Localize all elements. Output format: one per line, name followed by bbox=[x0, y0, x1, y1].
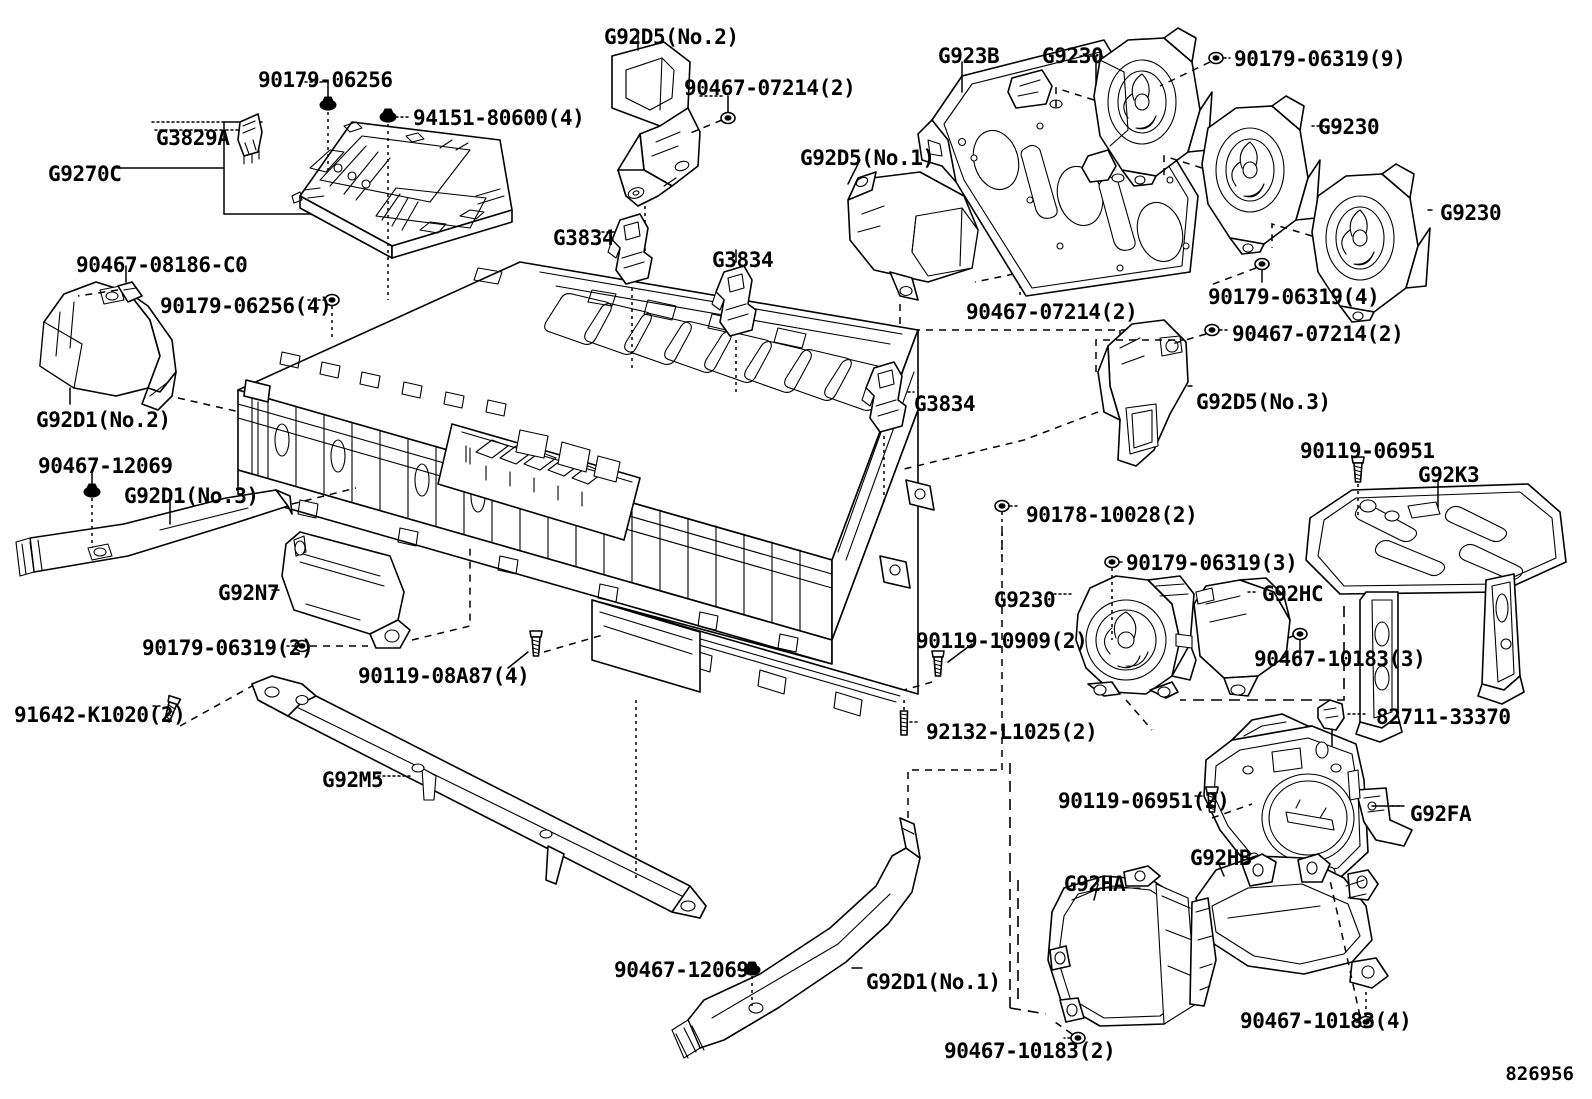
fastener-92132-L1025 bbox=[899, 710, 909, 736]
fastener-90178-10028 bbox=[994, 499, 1010, 513]
label-G3834-c: G3834 bbox=[914, 392, 976, 416]
part-g92ha-duct-housing bbox=[1047, 865, 1197, 1027]
part-g3834-clamp-c bbox=[861, 361, 907, 433]
label-92132-L1025: 92132-L1025(2) bbox=[926, 720, 1098, 744]
fastener-90119-10909 bbox=[931, 650, 945, 677]
label-G92K3: G92K3 bbox=[1418, 463, 1480, 487]
fastener-90179-06319-4 bbox=[1254, 257, 1270, 271]
label-G3829A: G3829A bbox=[156, 126, 230, 150]
label-G92D1-no3: G92D1(No.3) bbox=[124, 484, 259, 508]
part-g9230-fan-4 bbox=[1075, 575, 1197, 699]
fastener-90467-07214-c bbox=[1204, 323, 1220, 337]
fastener-90467-07214-a bbox=[720, 111, 736, 125]
part-82711-33370-clip bbox=[1317, 699, 1345, 731]
label-90467-10183-4: 90467-10183(4) bbox=[1240, 1009, 1412, 1033]
duct2-to-pack-leader bbox=[177, 397, 241, 413]
label-G92D5-no2: G92D5(No.2) bbox=[604, 25, 739, 49]
g92n7-leader bbox=[411, 548, 471, 641]
label-G92HA: G92HA bbox=[1064, 872, 1126, 896]
label-G9230-1: G9230 bbox=[1042, 44, 1104, 68]
label-90178-10028: 90178-10028(2) bbox=[1026, 503, 1198, 527]
part-g9230-fan-2 bbox=[1201, 95, 1321, 255]
fastener-90467-12069-a bbox=[83, 483, 101, 498]
part-g92d1-no3-duct bbox=[15, 489, 293, 577]
fastener-90179-06319-9 bbox=[1208, 51, 1224, 65]
label-G3834-a: G3834 bbox=[553, 226, 615, 250]
label-82711-33370: 82711-33370 bbox=[1376, 705, 1511, 729]
label-90179-06319-4: 90179-06319(4) bbox=[1208, 285, 1380, 309]
duct1-bottom-leader bbox=[907, 769, 1002, 818]
part-hv-battery-pack-assembly bbox=[237, 261, 935, 717]
fan4-leader bbox=[1125, 699, 1153, 731]
fastener-90467-10183-3 bbox=[1292, 627, 1308, 641]
label-90119-06951-b: 90119-06951(2) bbox=[1058, 789, 1230, 813]
drawing-number: 826956 bbox=[1505, 1063, 1574, 1085]
label-90467-12069-a: 90467-12069 bbox=[38, 454, 173, 478]
fastener-94151-80600 bbox=[379, 108, 397, 123]
part-g92d5-no3-duct bbox=[1097, 319, 1189, 467]
part-g92d5-no1-duct bbox=[847, 171, 979, 301]
label-90467-10183-2: 90467-10183(2) bbox=[944, 1039, 1116, 1063]
label-G92D5-no3: G92D5(No.3) bbox=[1196, 390, 1331, 414]
part-g92d1-no1-duct bbox=[671, 817, 921, 1059]
part-g9230-fan-1 bbox=[1093, 27, 1213, 187]
duct3-pack-leader bbox=[899, 411, 1099, 471]
label-G92FA: G92FA bbox=[1410, 802, 1472, 826]
part-g92d5-no2-duct bbox=[611, 33, 701, 340]
label-G92HC: G92HC bbox=[1262, 582, 1324, 606]
label-91642-K1020: 91642-K1020(2) bbox=[14, 703, 186, 727]
label-G9230-2: G9230 bbox=[1318, 115, 1380, 139]
duct-seal-ring bbox=[1189, 897, 1217, 1007]
part-g92m5-brace bbox=[251, 675, 707, 919]
part-g92hc-duct bbox=[1193, 577, 1291, 697]
label-G923B: G923B bbox=[938, 44, 1000, 68]
carrier-frame-leader bbox=[1180, 606, 1345, 701]
label-90119-08A87: 90119-08A87(4) bbox=[358, 664, 530, 688]
label-90179-06256: 90179-06256 bbox=[258, 68, 393, 92]
label-90467-07214-c: 90467-07214(2) bbox=[1232, 322, 1404, 346]
label-90179-06319-3: 90179-06319(3) bbox=[1126, 551, 1298, 575]
label-90119-10909: 90119-10909(2) bbox=[916, 629, 1088, 653]
label-G92D5-no1: G92D5(No.1) bbox=[800, 146, 935, 170]
label-90119-06951-a: 90119-06951 bbox=[1300, 439, 1435, 463]
label-G92M5: G92M5 bbox=[322, 768, 384, 792]
label-G3834-b: G3834 bbox=[712, 248, 774, 272]
part-g92hb-duct-body bbox=[1195, 853, 1389, 989]
label-90467-07214-b: 90467-07214(2) bbox=[966, 300, 1138, 324]
label-G9230-4: G9230 bbox=[994, 588, 1056, 612]
part-g9270c-ecu bbox=[291, 121, 513, 259]
part-g3834-clamp-a bbox=[607, 213, 653, 285]
part-g92n7-cover bbox=[281, 531, 411, 649]
label-90467-12069-b: 90467-12069 bbox=[614, 958, 749, 982]
label-G9230-3: G9230 bbox=[1440, 201, 1502, 225]
label-G92N7: G92N7 bbox=[218, 581, 280, 605]
label-90467-10183-3: 90467-10183(3) bbox=[1254, 647, 1426, 671]
fastener-90179-06319-3 bbox=[1104, 555, 1120, 569]
fastener-90467-08186-C0 bbox=[117, 265, 143, 303]
label-90179-06319-9: 90179-06319(9) bbox=[1234, 47, 1406, 71]
label-G92D1-no2: G92D1(No.2) bbox=[36, 408, 171, 432]
label-G92D1-no1: G92D1(No.1) bbox=[866, 970, 1001, 994]
part-g3829a-fuse-clip bbox=[237, 113, 263, 165]
part-g92fa-bracket bbox=[1203, 713, 1413, 885]
fastener-90119-08A87 bbox=[529, 630, 543, 657]
label-90179-06319-2: 90179-06319(2) bbox=[142, 636, 314, 660]
label-90179-06256-4: 90179-06256(4) bbox=[160, 294, 332, 318]
fan1-mount-leader bbox=[1055, 86, 1095, 110]
part-g92d1-no2-duct bbox=[39, 281, 177, 411]
label-90467-08186-C0: 90467-08186-C0 bbox=[76, 253, 248, 277]
part-g3834-clamp-b bbox=[711, 265, 757, 337]
duct3-to-pack-leader bbox=[291, 487, 357, 505]
fastener-90179-06256 bbox=[319, 96, 337, 111]
label-94151-80600: 94151-80600(4) bbox=[413, 106, 585, 130]
label-90467-07214-a: 90467-07214(2) bbox=[684, 76, 856, 100]
part-g92k3-carrier bbox=[1305, 483, 1567, 743]
label-G92HB: G92HB bbox=[1190, 846, 1252, 870]
label-G9270C: G9270C bbox=[48, 162, 122, 186]
part-g9230-fan-3 bbox=[1311, 163, 1431, 323]
